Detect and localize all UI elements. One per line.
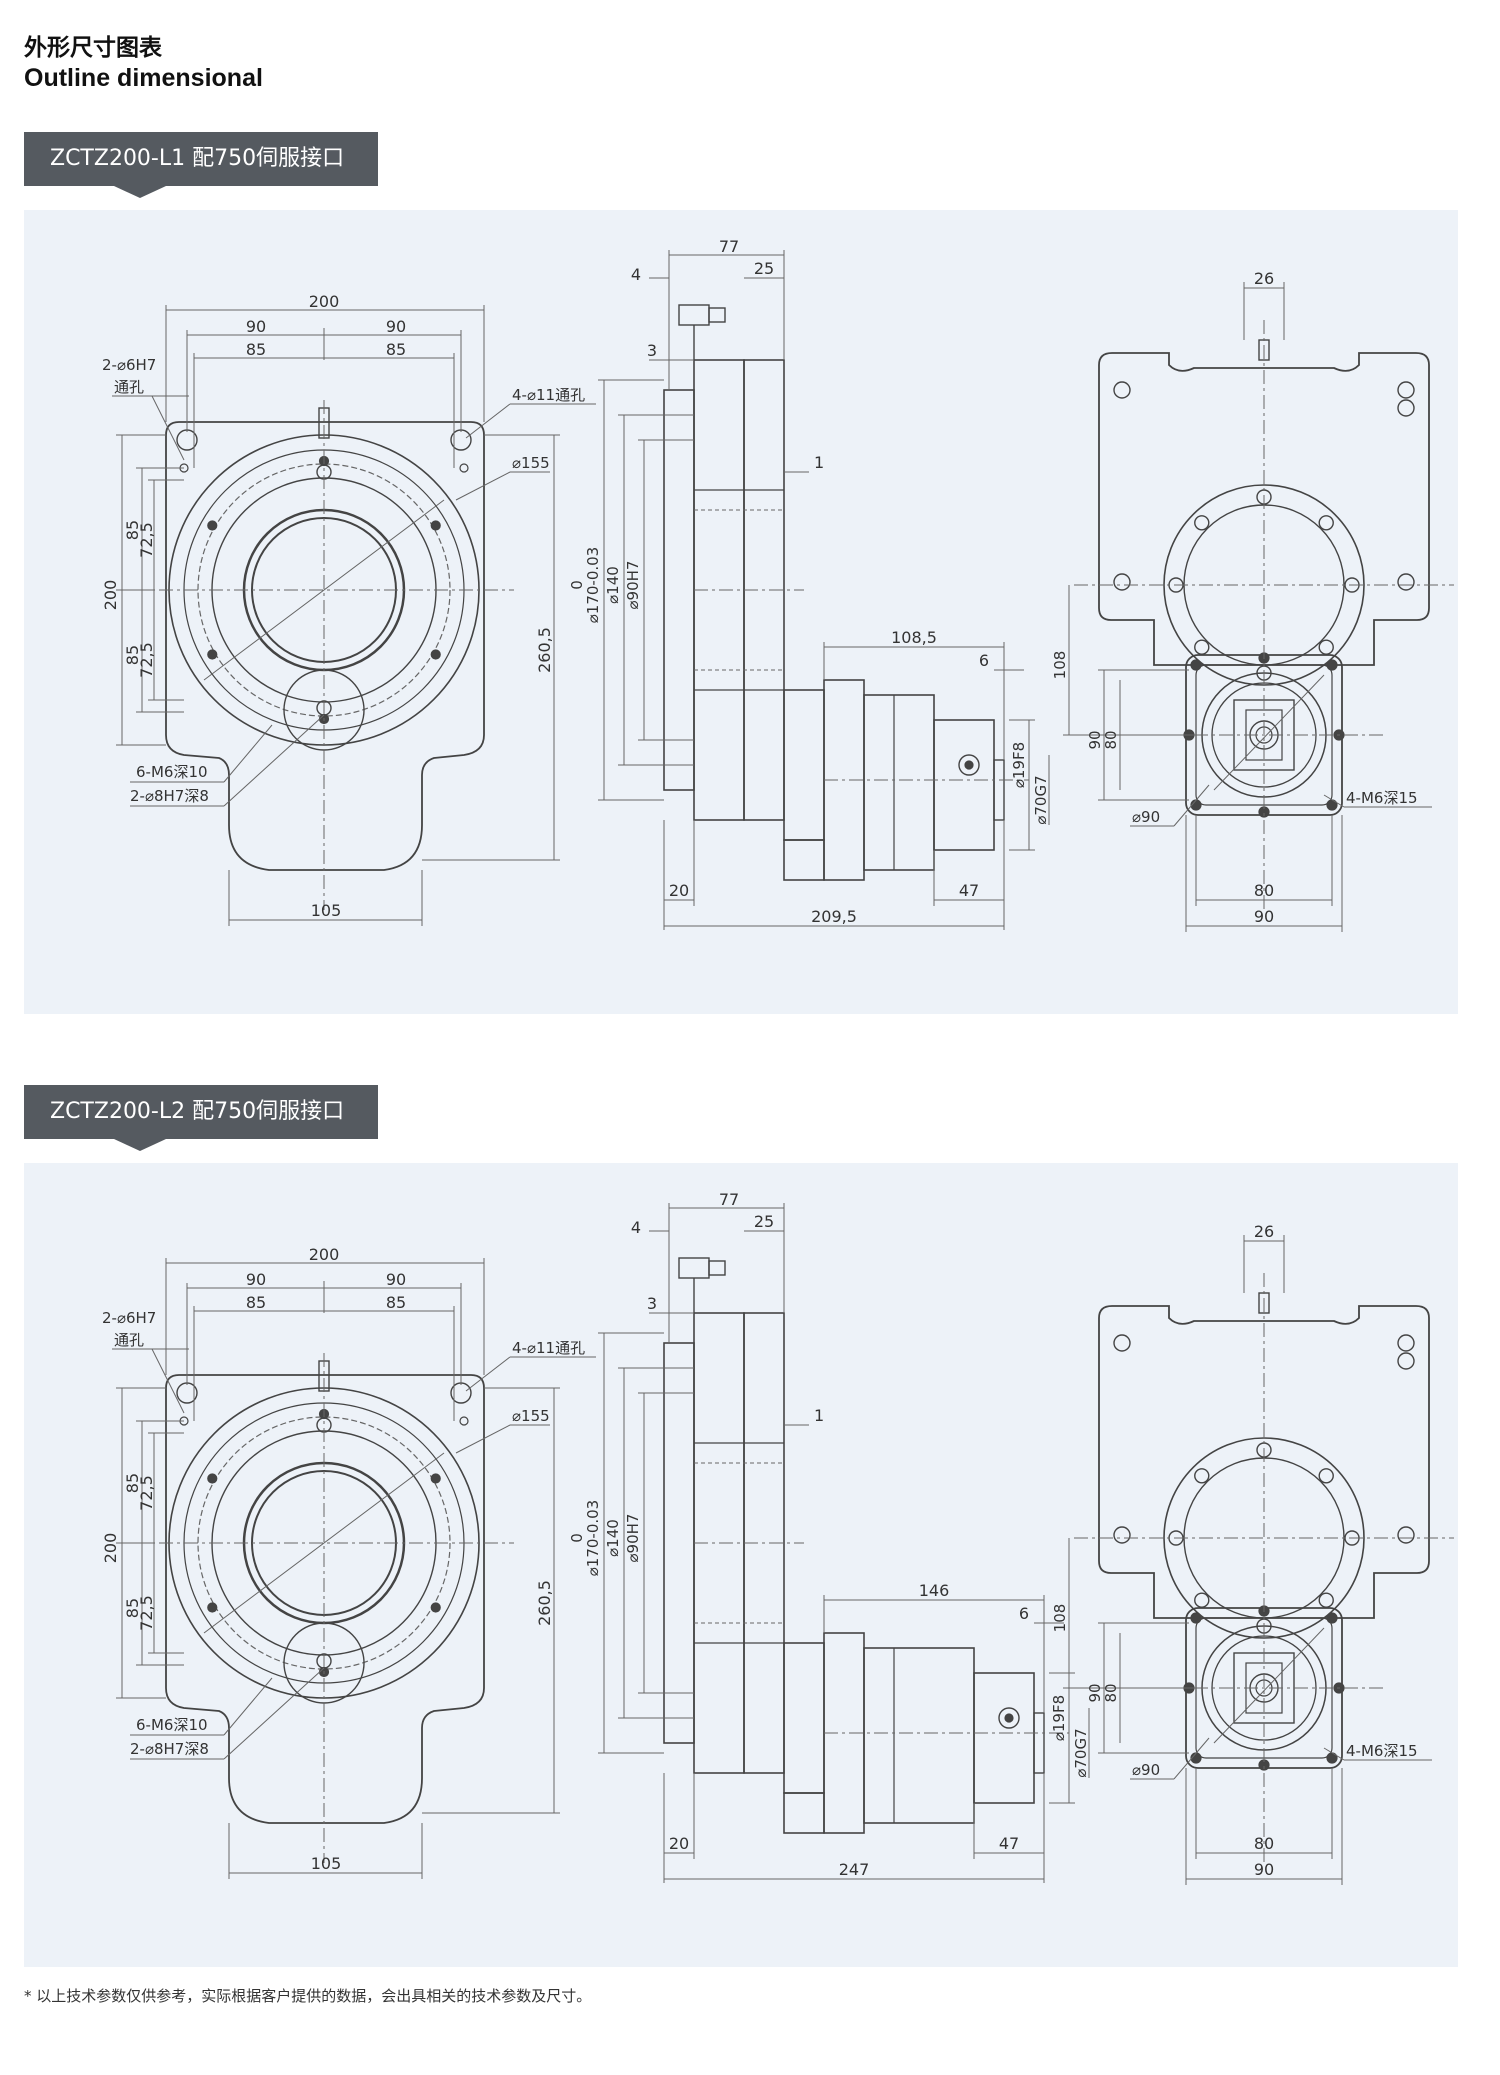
dimension-label: 209,5	[811, 907, 857, 926]
dimension-label: 85	[386, 1293, 406, 1312]
dimension-label: 77	[719, 1190, 739, 1209]
dimension-label: 80	[1102, 730, 1120, 749]
dimension-label: 72,5	[137, 1475, 156, 1511]
dimension-label: 105	[311, 1854, 342, 1873]
dimension-label: 108,5	[891, 628, 937, 647]
tab-notch	[114, 1139, 166, 1151]
dimension-label: 2-⌀6H7	[102, 1309, 156, 1327]
dimension-label: ⌀170-0.03	[584, 547, 602, 623]
dimension-label: 80	[1254, 1834, 1274, 1853]
dimension-label: 26	[1254, 1222, 1274, 1241]
dimension-label: 90	[1086, 1683, 1104, 1702]
dimension-label: 通孔	[114, 378, 144, 396]
dimension-label: ⌀155	[512, 454, 550, 472]
dimension-label: ⌀140	[604, 1519, 622, 1557]
dimension-label: 85	[123, 1598, 142, 1618]
dimension-label: 0	[568, 1533, 586, 1543]
dimension-label: 20	[669, 881, 689, 900]
dimension-label: ⌀19F8	[1010, 742, 1028, 788]
outline-geometry	[112, 250, 1454, 932]
dimension-label: ⌀90H7	[624, 1514, 642, 1563]
section-tab-label: ZCTZ200-L2 配750伺服接口	[50, 1099, 345, 1124]
section-tab-label: ZCTZ200-L1 配750伺服接口	[50, 146, 345, 171]
dimension-label: 200	[101, 580, 120, 611]
dimension-label: 90	[1254, 907, 1274, 926]
dimension-label: 72,5	[137, 522, 156, 558]
dimension-label: ⌀90	[1132, 808, 1160, 826]
dimension-label: ⌀140	[604, 566, 622, 604]
dimension-label: ⌀90H7	[624, 561, 642, 610]
dimension-label: ⌀90	[1132, 1761, 1160, 1779]
dimension-label: 0	[568, 580, 586, 590]
dimension-label: 260,5	[535, 1580, 554, 1626]
dimension-label: 77	[719, 237, 739, 256]
dimension-label: 47	[999, 1834, 1019, 1853]
dimension-label: 4	[631, 265, 641, 284]
dimension-label: 90	[1254, 1860, 1274, 1879]
dimension-label: 108	[1051, 1604, 1069, 1633]
dimension-label: 3	[647, 1294, 657, 1313]
dimension-label: 4-⌀11通孔	[512, 386, 585, 404]
dimension-label: 1	[814, 453, 824, 472]
dimension-label: 72,5	[137, 642, 156, 678]
dimension-label: 4	[631, 1218, 641, 1237]
dimension-label: 90	[386, 317, 406, 336]
dimension-label: 200	[309, 292, 340, 311]
dimension-label: 25	[754, 1212, 774, 1231]
dimension-label: 90	[1086, 730, 1104, 749]
section-tab-l2: ZCTZ200-L2 配750伺服接口	[24, 1085, 378, 1151]
section-tab-l1: ZCTZ200-L1 配750伺服接口	[24, 132, 378, 198]
dimension-label: 4-M6深15	[1346, 1742, 1418, 1760]
dimension-label: ⌀155	[512, 1407, 550, 1425]
dimension-label: 72,5	[137, 1595, 156, 1631]
dimension-label: 1	[814, 1406, 824, 1425]
dimension-label: 26	[1254, 269, 1274, 288]
page-title-cn: 外形尺寸图表	[24, 35, 162, 61]
dimension-label: 85	[246, 340, 266, 359]
dimension-label: 85	[123, 520, 142, 540]
dimension-label: 85	[386, 340, 406, 359]
dimension-label: 4-⌀11通孔	[512, 1339, 585, 1357]
dimension-label: 6	[1019, 1604, 1029, 1623]
dimension-label: ⌀19F8	[1050, 1695, 1068, 1741]
dimension-label: 247	[839, 1860, 870, 1879]
dimension-label: 90	[386, 1270, 406, 1289]
dimension-label: 6-M6深10	[136, 763, 208, 781]
dimension-label: 47	[959, 881, 979, 900]
dimension-label: 260,5	[535, 627, 554, 673]
dimension-label: ⌀170-0.03	[584, 1500, 602, 1576]
outline-geometry	[112, 1203, 1454, 1885]
dimension-label: 80	[1254, 881, 1274, 900]
dimension-label: 85	[123, 645, 142, 665]
dimension-label: 146	[919, 1581, 950, 1600]
dimension-label: 6	[979, 651, 989, 670]
dimension-label: 25	[754, 259, 774, 278]
dimension-label: 200	[309, 1245, 340, 1264]
dimension-label: 2-⌀6H7	[102, 356, 156, 374]
dimension-label: ⌀70G7	[1072, 1728, 1090, 1777]
dimension-label: 105	[311, 901, 342, 920]
dimension-label: 2-⌀8H7深8	[130, 787, 209, 805]
dimension-label: 200	[101, 1533, 120, 1564]
dimension-label: 4-M6深15	[1346, 789, 1418, 807]
dimension-label: 108	[1051, 651, 1069, 680]
dimension-label: 90	[246, 1270, 266, 1289]
dimension-label: 通孔	[114, 1331, 144, 1349]
page-title-en: Outline dimensional	[24, 64, 263, 92]
dimension-label: 20	[669, 1834, 689, 1853]
dimension-label: 90	[246, 317, 266, 336]
dimension-label: 3	[647, 341, 657, 360]
dimension-label: 2-⌀8H7深8	[130, 1740, 209, 1758]
footnote: * 以上技术参数仅供参考，实际根据客户提供的数据，会出具相关的技术参数及尺寸。	[24, 1987, 592, 2005]
tab-notch	[114, 186, 166, 198]
dimension-label: 85	[123, 1473, 142, 1493]
dimension-label: ⌀70G7	[1032, 775, 1050, 824]
dimension-label: 80	[1102, 1683, 1120, 1702]
dimension-label: 6-M6深10	[136, 1716, 208, 1734]
dimension-label: 85	[246, 1293, 266, 1312]
